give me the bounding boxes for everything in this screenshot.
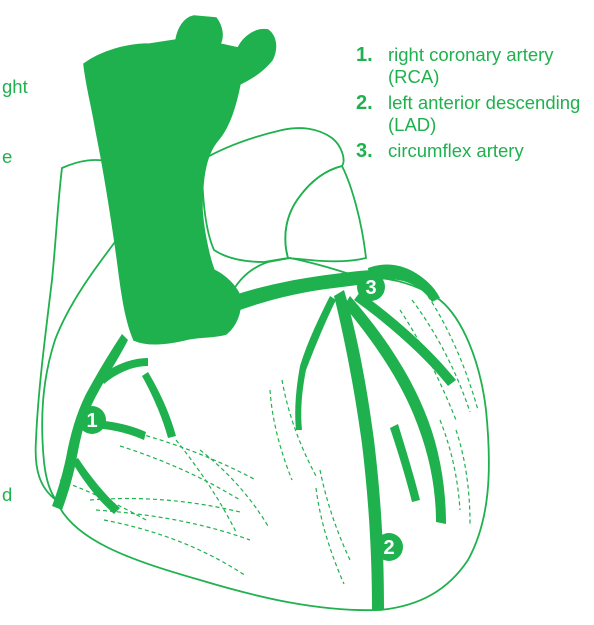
marker-2: 2 xyxy=(375,533,403,561)
diagonal-branch xyxy=(390,424,420,502)
pulmonary-trunk-outline xyxy=(202,128,344,262)
legend-number: 3. xyxy=(356,140,388,162)
legend-number: 1. xyxy=(356,44,388,88)
marker-3-label: 3 xyxy=(365,277,376,299)
rca-branch xyxy=(142,372,176,438)
marker-3: 3 xyxy=(357,273,385,301)
edge-text-fragment: ght xyxy=(2,76,28,98)
legend-label: circumflex artery xyxy=(388,140,588,162)
legend-item-lad: 2. left anterior descending (LAD) xyxy=(356,92,588,136)
marker-1: 1 xyxy=(78,406,106,434)
marker-1-label: 1 xyxy=(86,410,97,432)
rca-branch xyxy=(72,458,120,514)
marker-2-label: 2 xyxy=(383,537,394,559)
legend-label: left anterior descending (LAD) xyxy=(388,92,588,136)
legend-label: right coronary artery (RCA) xyxy=(388,44,588,88)
legend: 1. right coronary artery (RCA) 2. left a… xyxy=(356,44,588,166)
legend-number: 2. xyxy=(356,92,388,136)
legend-item-rca: 1. right coronary artery (RCA) xyxy=(356,44,588,88)
septal-branch xyxy=(295,296,336,430)
edge-text-fragment: d xyxy=(2,484,12,506)
edge-text-fragment: e xyxy=(2,146,12,168)
left-atrium-outline xyxy=(285,166,366,261)
legend-item-circumflex: 3. circumflex artery xyxy=(356,140,588,162)
